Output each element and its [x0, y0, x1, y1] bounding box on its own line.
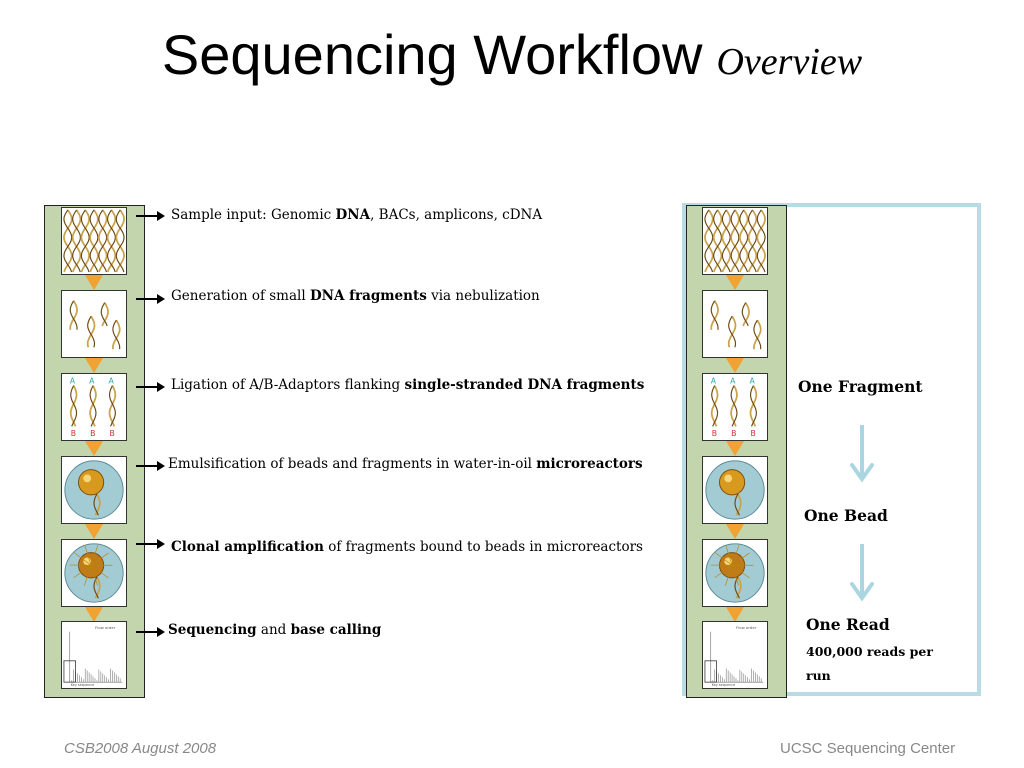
svg-text:B: B [712, 429, 717, 438]
emulsion-bead-image [61, 456, 127, 524]
step-1-text: Sample input: Genomic DNA, BACs, amplico… [171, 207, 543, 223]
flow-down-arrow-icon [726, 275, 744, 290]
step-2-text: Generation of small DNA fragments via ne… [171, 288, 540, 304]
one-read-label: One Read [806, 615, 890, 634]
svg-text:B: B [71, 429, 76, 438]
flow-down-arrow-icon [85, 441, 103, 456]
svg-text:B: B [110, 429, 115, 438]
svg-text:A: A [711, 377, 717, 386]
reads-per-run-note: 400,000 reads per run [806, 644, 933, 683]
step-3-text: Ligation of A/B-Adaptors flanking single… [171, 377, 645, 393]
svg-text:Key sequence: Key sequence [71, 683, 94, 687]
flow-down-arrow-icon [85, 358, 103, 373]
step-arrow [136, 461, 165, 471]
svg-text:Flow order: Flow order [95, 625, 116, 630]
flow-down-arrow-icon [85, 275, 103, 290]
step-5-text: Clonal amplification of fragments bound … [171, 539, 643, 555]
svg-text:A: A [109, 377, 115, 386]
footer-date: CSB2008 August 2008 [64, 740, 217, 757]
one-fragment-label: One Fragment [798, 377, 923, 396]
svg-text:A: A [89, 377, 95, 386]
flow-down-arrow-icon [726, 607, 744, 622]
flow-down-arrow-icon [726, 358, 744, 373]
flow-down-arrow-icon [85, 607, 103, 622]
svg-text:B: B [751, 429, 756, 438]
slide-title: Sequencing Workflow Overview [0, 22, 1024, 87]
down-arrow-icon [850, 544, 874, 602]
title-main: Sequencing Workflow [161, 23, 703, 86]
amplified-bead-image [702, 539, 768, 607]
flow-down-arrow-icon [726, 441, 744, 456]
adaptor-ligation-image: A B A B A B [702, 373, 768, 441]
down-arrow-icon [850, 425, 874, 483]
svg-text:A: A [750, 377, 756, 386]
dna-fragments-image [702, 290, 768, 358]
footer-org: UCSC Sequencing Center [780, 740, 956, 757]
step-arrow [136, 294, 165, 304]
adaptor-ligation-image: A B A B A B [61, 373, 127, 441]
one-bead-label: One Bead [804, 506, 888, 525]
genomic-dna-image [61, 207, 127, 275]
svg-text:A: A [70, 377, 76, 386]
svg-text:B: B [90, 429, 95, 438]
step-arrow [136, 539, 165, 549]
svg-text:A: A [730, 377, 736, 386]
step-arrow [136, 211, 165, 221]
flow-down-arrow-icon [85, 524, 103, 539]
step-arrow [136, 627, 165, 637]
title-subtitle: Overview [716, 41, 863, 83]
svg-text:B: B [731, 429, 736, 438]
flow-down-arrow-icon [726, 524, 744, 539]
emulsion-bead-image [702, 456, 768, 524]
svg-text:Key sequence: Key sequence [712, 683, 735, 687]
step-arrow [136, 382, 165, 392]
svg-text:Flow order: Flow order [736, 625, 757, 630]
step-6-text: Sequencing and base calling [168, 622, 382, 638]
dna-fragments-image [61, 290, 127, 358]
genomic-dna-image [702, 207, 768, 275]
step-4-text: Emulsification of beads and fragments in… [168, 456, 643, 472]
amplified-bead-image [61, 539, 127, 607]
